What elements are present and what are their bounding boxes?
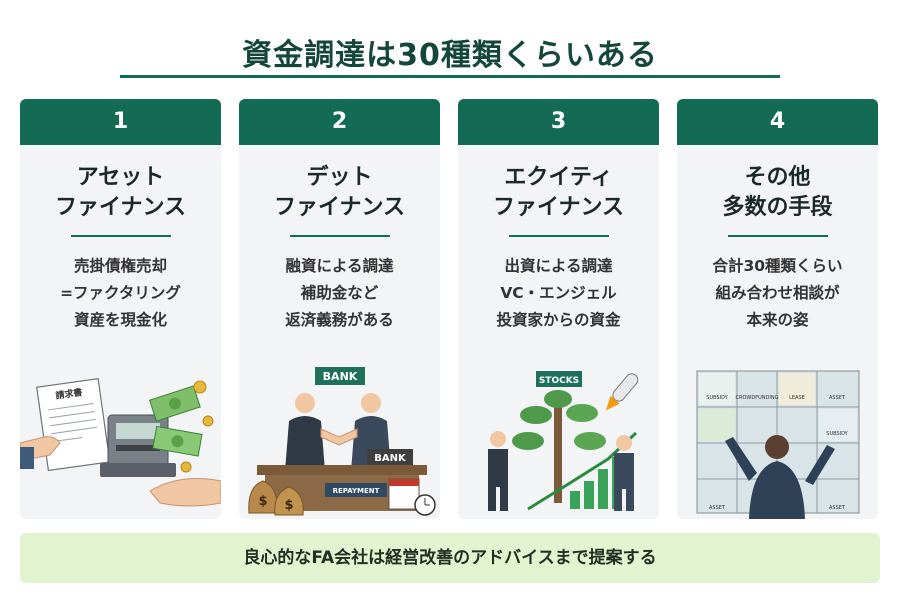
puzzle-label: SUBSIDY	[706, 395, 728, 401]
card-desc-line: VC・エンジェル	[500, 284, 617, 302]
card-title-line: ファイナンス	[273, 195, 406, 220]
card-title-line: ファイナンス	[492, 195, 625, 220]
card-number: 2	[239, 99, 440, 145]
card-title: その他 多数の手段	[677, 163, 878, 223]
repayment-label: REPAYMENT	[333, 487, 380, 495]
card-list: 1 アセット ファイナンス 売掛債権売却 =ファクタリング 資産を現金化 請求書	[20, 99, 880, 519]
bank-plate-label: BANK	[374, 453, 407, 464]
card-description: 出資による調達 VC・エンジェル 投資家からの資金	[458, 253, 659, 334]
card-desc-line: 返済義務がある	[285, 311, 394, 329]
svg-text:$: $	[258, 494, 267, 509]
title-underline	[120, 75, 780, 78]
invoice-label: 請求書	[55, 386, 83, 402]
puzzle-label: ASSET	[709, 505, 726, 511]
card-desc-line: 組み合わせ相談が	[715, 284, 840, 302]
puzzle-label: LEASE	[789, 395, 805, 401]
puzzle-label: SUBSIDY	[826, 431, 848, 437]
card-divider	[727, 235, 828, 237]
svg-text:$: $	[284, 498, 293, 513]
card-desc-line: 資産を現金化	[73, 311, 167, 329]
footer-note: 良心的なFA会社は経営改善のアドバイスまで提案する	[20, 533, 880, 583]
card-title-line: デット	[306, 165, 373, 190]
card-desc-line: =ファクタリング	[60, 284, 181, 302]
card-number: 4	[677, 99, 878, 145]
card-number: 1	[20, 99, 221, 145]
card-desc-line: 本来の姿	[746, 311, 809, 329]
puzzle-label: ASSET	[829, 395, 846, 401]
card-title: エクイティ ファイナンス	[458, 163, 659, 223]
card-title-line: ファイナンス	[54, 195, 187, 220]
card-divider	[508, 235, 609, 237]
card-title-line: アセット	[76, 165, 165, 190]
card-desc-line: 補助金など	[300, 284, 379, 302]
card-desc-line: 合計30種類くらい	[712, 257, 843, 275]
card-desc-line: 投資家からの資金	[496, 311, 621, 329]
bank-sign-label: BANK	[323, 370, 358, 383]
card-description: 合計30種類くらい 組み合わせ相談が 本来の姿	[677, 253, 878, 334]
stocks-tree-illustration: STOCKS	[488, 371, 639, 511]
puzzle-label: ASSET	[829, 505, 846, 511]
card-divider	[289, 235, 390, 237]
card-title-line: 多数の手段	[722, 195, 833, 220]
card-divider	[70, 235, 171, 237]
card-asset-finance: 1 アセット ファイナンス 売掛債権売却 =ファクタリング 資産を現金化 請求書	[20, 99, 221, 519]
stocks-sign-label: STOCKS	[539, 376, 579, 386]
card-description: 売掛債権売却 =ファクタリング 資産を現金化	[20, 253, 221, 334]
bank-loan-illustration: BANK BANK $ $ REPAYMENT	[248, 367, 436, 516]
card-desc-line: 出資による調達	[504, 257, 613, 275]
card-equity-finance: 3 エクイティ ファイナンス 出資による調達 VC・エンジェル 投資家からの資金…	[458, 99, 659, 519]
invoice-cash-illustration: 請求書	[20, 377, 221, 507]
card-desc-line: 融資による調達	[285, 257, 394, 275]
card-title: アセット ファイナンス	[20, 163, 221, 223]
puzzle-board-illustration: SUBSIDY CROWDFUNDING LEASE ASSET SUBSIDY…	[696, 370, 860, 519]
card-number: 3	[458, 99, 659, 145]
card-title: デット ファイナンス	[239, 163, 440, 223]
card-title-line: その他	[744, 165, 811, 190]
card-other-methods: 4 その他 多数の手段 合計30種類くらい 組み合わせ相談が 本来の姿	[677, 99, 878, 519]
puzzle-label: CROWDFUNDING	[736, 395, 779, 401]
card-debt-finance: 2 デット ファイナンス 融資による調達 補助金など 返済義務がある BANK	[239, 99, 440, 519]
card-desc-line: 売掛債権売却	[73, 257, 167, 275]
card-description: 融資による調達 補助金など 返済義務がある	[239, 253, 440, 334]
page-title: 資金調達は30種類くらいある	[242, 38, 658, 73]
card-title-line: エクイティ	[504, 165, 613, 190]
